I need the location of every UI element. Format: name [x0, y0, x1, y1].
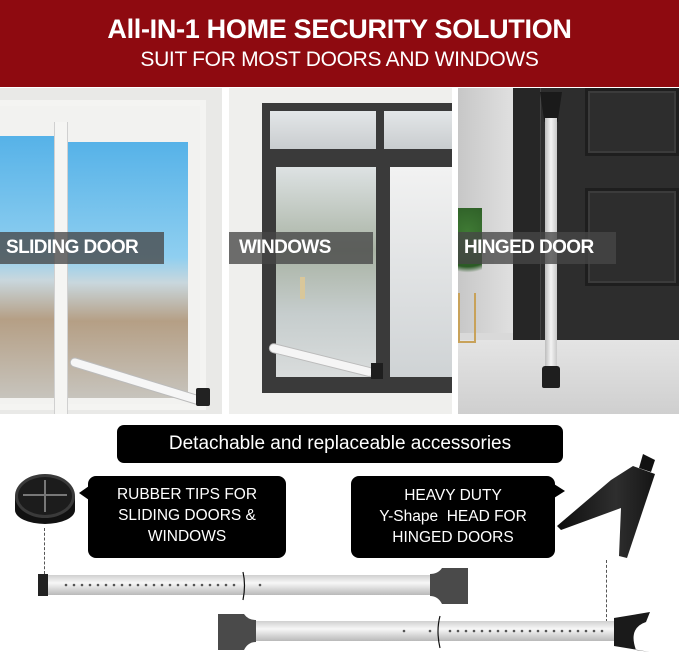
main-title: All-IN-1 HOME SECURITY SOLUTION	[107, 14, 572, 44]
plant-stand	[458, 293, 476, 343]
windows-panel: WINDOWS	[229, 88, 452, 414]
floor	[458, 340, 679, 414]
y-shape-head	[540, 92, 562, 122]
hinged-door-panel: HINGED DOOR	[458, 88, 679, 414]
callout-line: HINGED DOORS	[392, 529, 514, 546]
door-mullion	[54, 122, 68, 414]
transom-pane	[270, 111, 376, 149]
connector-line	[44, 528, 45, 574]
y-head-callout: HEAVY DUTY Y-Shape HEAD FOR HINGED DOORS	[351, 476, 565, 558]
door-frame	[513, 88, 541, 340]
y-shape-head-icon	[555, 446, 675, 566]
door-panel-inset	[585, 88, 679, 156]
glass-pane	[0, 136, 54, 398]
window-pane	[276, 167, 376, 377]
window-frame	[262, 103, 452, 393]
rubber-tip-icon	[15, 474, 75, 526]
callout-line: SLIDING DOORS &	[118, 507, 256, 524]
window-pane	[390, 167, 452, 377]
glass-pane	[68, 142, 188, 398]
rubber-foot	[542, 366, 560, 388]
callout-line: RUBBER TIPS FOR	[116, 486, 258, 503]
rubber-tip	[196, 388, 210, 406]
header-banner: All-IN-1 HOME SECURITY SOLUTION SUIT FOR…	[0, 0, 679, 87]
accessories-banner: Detachable and replaceable accessories	[117, 425, 563, 463]
security-bar-rubber-tip	[38, 566, 468, 606]
window-handle	[300, 277, 305, 299]
rubber-tips-callout: RUBBER TIPS FOR SLIDING DOORS & WINDOWS	[79, 476, 286, 558]
subtitle: SUIT FOR MOST DOORS AND WINDOWS	[140, 48, 539, 71]
panel-label-sliding-door: SLIDING DOOR	[0, 232, 164, 264]
security-bar-y-head	[218, 612, 650, 652]
callout-line: Y-Shape HEAD FOR	[379, 508, 527, 525]
panel-label-windows: WINDOWS	[229, 232, 373, 264]
panel-label-hinged-door: HINGED DOOR	[458, 232, 616, 264]
sliding-door-frame	[0, 100, 206, 414]
transom-pane	[384, 111, 452, 149]
tip-cross	[44, 480, 46, 512]
callout-line: WINDOWS	[147, 528, 227, 545]
rubber-tip	[371, 363, 383, 379]
connector-line	[606, 560, 607, 622]
callout-line: HEAVY DUTY	[404, 487, 502, 504]
sliding-door-panel: SLIDING DOOR	[0, 88, 222, 414]
